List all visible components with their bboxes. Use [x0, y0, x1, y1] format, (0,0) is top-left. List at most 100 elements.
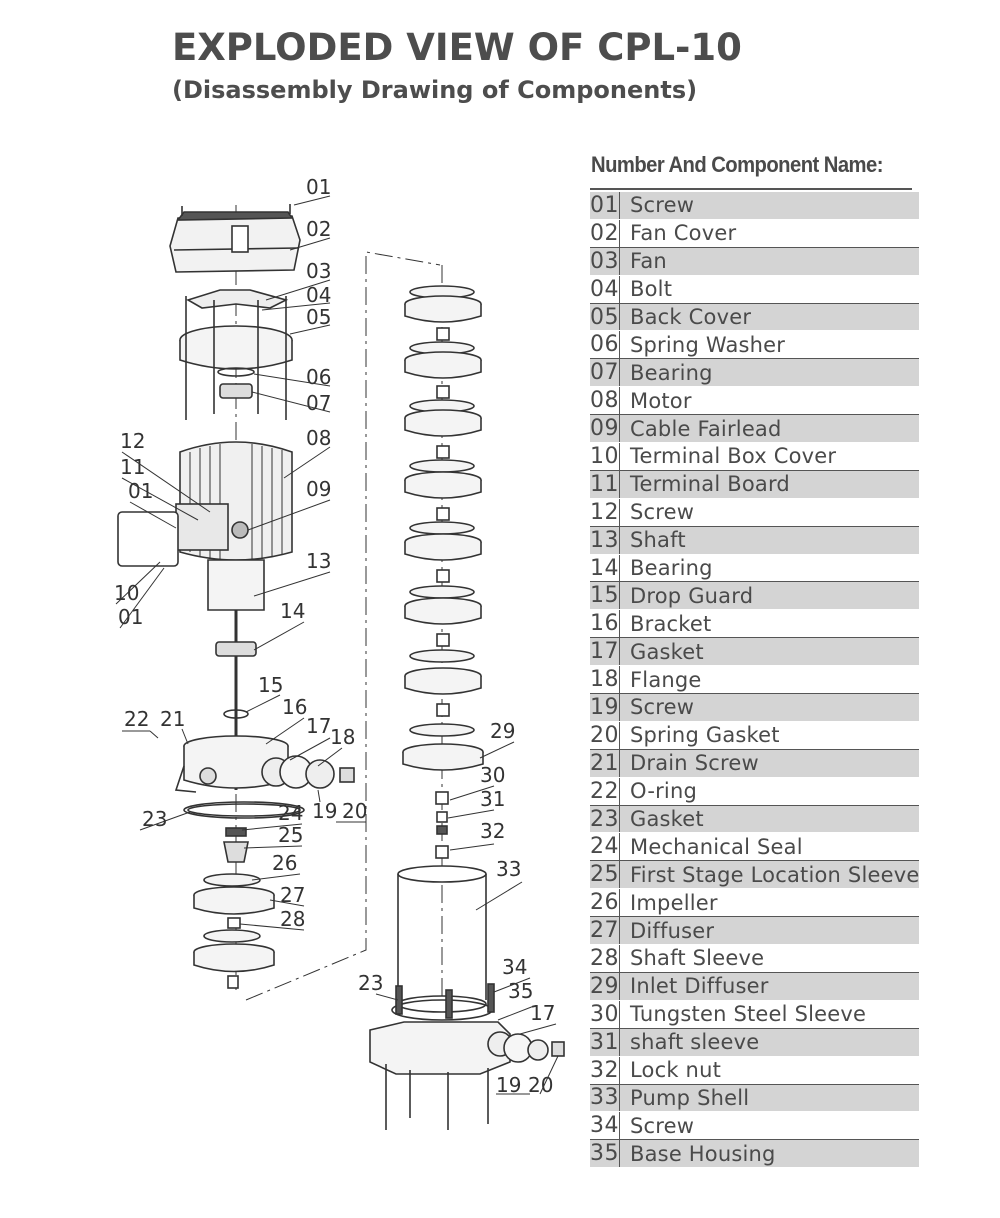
- callout-19-base: 19: [496, 1073, 521, 1097]
- callout-14: 14: [280, 599, 305, 623]
- part-name: Terminal Board: [619, 470, 920, 499]
- callout-32: 32: [480, 819, 505, 843]
- callout-01-screw-b: 01: [118, 605, 143, 629]
- part-name: Base Housing: [619, 1139, 920, 1169]
- part-number: 22: [590, 777, 620, 806]
- callout-11: 11: [120, 455, 145, 479]
- part-number: 16: [590, 609, 620, 639]
- callout-16: 16: [282, 695, 307, 719]
- heading-divider: [590, 188, 912, 190]
- callout-09: 09: [306, 477, 331, 501]
- part-number: 17: [590, 637, 620, 667]
- callout-12: 12: [120, 429, 145, 453]
- part-name: shaft sleeve: [619, 1028, 920, 1057]
- part-number: 25: [590, 860, 620, 890]
- callout-27: 27: [280, 883, 305, 907]
- callout-30: 30: [480, 763, 505, 787]
- part-number: 09: [590, 414, 620, 444]
- callout-29: 29: [490, 719, 515, 743]
- part-number: 27: [590, 916, 620, 946]
- callout-19: 19: [312, 799, 337, 823]
- part-name: First Stage Location Sleeve: [619, 860, 920, 890]
- callout-28: 28: [280, 907, 305, 931]
- part-number: 20: [590, 721, 620, 750]
- part-name: Screw: [619, 498, 920, 527]
- callout-15: 15: [258, 673, 283, 697]
- callout-31: 31: [480, 787, 505, 811]
- page-title: EXPLODED VIEW OF CPL-10: [172, 26, 742, 69]
- part-name: Terminal Box Cover: [619, 442, 920, 471]
- callout-07: 07: [306, 391, 331, 415]
- part-number: 15: [590, 581, 620, 611]
- callout-02: 02: [306, 217, 331, 241]
- part-name: Tungsten Steel Sleeve: [619, 1000, 920, 1029]
- part-number: 03: [590, 247, 620, 276]
- part-number: 28: [590, 944, 620, 973]
- part-number: 06: [590, 330, 620, 360]
- part-name: Screw: [619, 693, 920, 722]
- callout-24: 24: [278, 801, 303, 825]
- part-number: 19: [590, 693, 620, 722]
- callout-04: 04: [306, 283, 331, 307]
- part-name: Screw: [619, 192, 920, 220]
- part-name: Cable Fairlead: [619, 414, 920, 444]
- callout-17-base: 17: [530, 1001, 555, 1025]
- callout-17: 17: [306, 714, 331, 738]
- part-number: 29: [590, 972, 620, 1001]
- part-name: Inlet Diffuser: [619, 972, 920, 1001]
- part-number: 24: [590, 832, 620, 862]
- part-number: 01: [590, 192, 620, 220]
- part-name: Bracket: [619, 609, 920, 639]
- part-name: Drain Screw: [619, 749, 920, 778]
- page-subtitle: (Disassembly Drawing of Components): [172, 76, 698, 104]
- part-number: 12: [590, 498, 620, 527]
- part-name: O-ring: [619, 777, 920, 806]
- callout-08: 08: [306, 426, 331, 450]
- part-number: 33: [590, 1084, 620, 1113]
- part-number: 07: [590, 358, 620, 388]
- part-name: Drop Guard: [619, 581, 920, 611]
- part-name: Motor: [619, 386, 920, 416]
- part-name: Shaft: [619, 526, 920, 555]
- callout-05: 05: [306, 305, 331, 329]
- part-number: 30: [590, 1000, 620, 1029]
- part-name: Spring Gasket: [619, 721, 920, 750]
- part-name: Fan Cover: [619, 219, 920, 248]
- part-name: Impeller: [619, 888, 920, 918]
- part-number: 31: [590, 1028, 620, 1057]
- part-number: 21: [590, 749, 620, 778]
- part-name: Bearing: [619, 554, 920, 583]
- part-name: Screw: [619, 1111, 920, 1141]
- callout-20: 20: [342, 799, 367, 823]
- table-heading: Number And Component Name:: [591, 152, 883, 177]
- part-number: 10: [590, 442, 620, 471]
- exploded-view-drawing: 01 02 03 04 05 06 07 08 09 12 11 01 10 0…: [114, 175, 565, 1130]
- part-number: 35: [590, 1139, 620, 1169]
- part-number: 05: [590, 303, 620, 332]
- callout-23: 23: [142, 807, 167, 831]
- part-number: 34: [590, 1111, 620, 1141]
- part-number: 18: [590, 665, 620, 695]
- part-name: Bolt: [619, 275, 920, 304]
